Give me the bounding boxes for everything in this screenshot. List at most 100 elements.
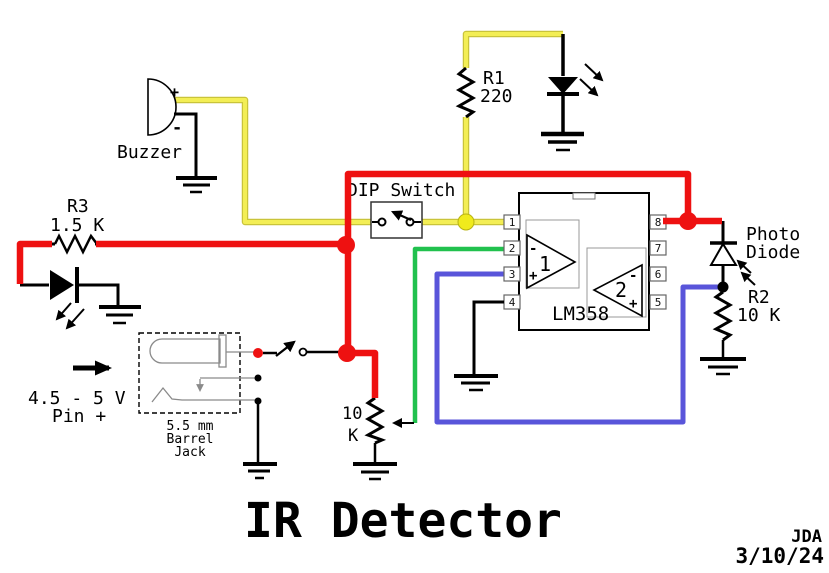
red-wires: [16, 170, 722, 398]
buzzer-body: [147, 78, 177, 136]
r1-value: 220: [480, 86, 513, 107]
barrel-jack: 5.5 mm Barrel Jack: [138, 332, 277, 480]
opamp1-triangle: [526, 233, 577, 290]
wire-buzzer-ground: [174, 112, 198, 177]
led-emission-arrow: [65, 308, 85, 330]
r3-designator: R3: [67, 196, 89, 217]
pin-7: 7: [655, 242, 662, 255]
led-emission-arrow: [55, 302, 72, 321]
pot-zigzag: [364, 396, 387, 445]
barrel-jack-size-label: 5.5 mm: [167, 419, 214, 434]
opamp2-number: 2: [615, 278, 627, 302]
junction-dot: [717, 281, 729, 293]
photodiode-label-bottom: Diode: [746, 242, 800, 263]
buzzer-label: Buzzer: [117, 142, 182, 163]
opamp1-number: 1: [539, 252, 551, 276]
dip-switch-contact: [377, 217, 387, 227]
pot-value-bottom: K: [348, 426, 359, 446]
wire-r1-yellow: [464, 32, 563, 222]
power-input: 4.5 - 5 V Pin +: [28, 360, 126, 427]
buzzer-plus-terminal: +: [170, 83, 179, 101]
r2-designator: R2: [748, 287, 770, 308]
ic-lm358: - + - + 1 2 LM358 1 2 3 4 8 7 6 5: [454, 192, 667, 392]
ground-symbol: [541, 131, 584, 152]
wire-red-main: [344, 170, 692, 356]
led-cathode-lead: [77, 283, 120, 306]
ic-pins-right: 8 7 6 5: [649, 214, 667, 310]
buzzer: + - Buzzer: [117, 78, 217, 194]
ground-symbol: [353, 462, 397, 481]
switch-lever: [275, 340, 296, 357]
wire-buzzer-yellow: [174, 98, 377, 224]
led-triangle: [548, 77, 578, 94]
barrel-jack-outline: [138, 332, 241, 414]
photodiode-light-arrow: [740, 271, 756, 286]
power-voltage-label: 4.5 - 5 V: [28, 388, 126, 409]
barrel-sleeve-lead: [151, 386, 256, 403]
wire-red-led-feed: [16, 240, 52, 284]
r3-zigzag: [53, 233, 98, 255]
ic-pins-left: 1 2 3 4: [503, 214, 521, 310]
led-ir-emitter: [20, 267, 141, 330]
pin-5: 5: [655, 296, 662, 309]
photodiode-label-top: Photo: [746, 224, 800, 245]
resistor-r2: R2 10 K: [700, 281, 781, 376]
photodiode: Photo Diode: [709, 221, 800, 286]
led-indicator: [541, 34, 604, 152]
led-emission-arrow: [584, 63, 604, 82]
dip-switch-label: DIP Switch: [347, 180, 455, 201]
r3-value: 1.5 K: [50, 215, 104, 236]
pin-8: 8: [655, 216, 662, 229]
switch-contact: [298, 347, 308, 357]
pin-2: 2: [509, 242, 516, 255]
led-emission-arrow: [579, 78, 599, 97]
photodiode-light-arrow: [736, 259, 752, 274]
photodiode-triangle: [709, 242, 738, 266]
buzzer-minus-terminal: -: [172, 118, 182, 138]
power-switch: [263, 340, 341, 357]
junction-dot: [254, 374, 262, 382]
dip-switch: DIP Switch: [347, 180, 455, 239]
resistor-r3: R3 1.5 K: [49, 196, 107, 255]
page-title: IR Detector: [244, 493, 562, 549]
r1-zigzag: [455, 66, 477, 119]
junction-dot-red: [338, 344, 356, 362]
ground-symbol: [99, 305, 141, 325]
barrel-jack-type-label: Barrel: [167, 432, 214, 447]
ic-part-number: LM358: [552, 303, 609, 325]
author-initials: JDA: [791, 527, 822, 547]
pot-value-top: 10: [342, 404, 362, 424]
wire-green-pin2-wiper: [412, 246, 507, 423]
opamp1-inverting-sign: -: [529, 241, 537, 257]
dip-switch-lever: [390, 210, 412, 222]
power-pin-label: Pin +: [52, 406, 106, 427]
ic-notch: [572, 192, 596, 200]
wire-pin4-ground: [472, 300, 504, 374]
r2-value: 10 K: [737, 305, 781, 326]
opamp2-triangle: [592, 263, 643, 318]
junction-dot-yellow: [457, 213, 475, 231]
ground-symbol: [176, 176, 217, 194]
resistor-r1: R1 220: [455, 66, 513, 119]
date-label: 3/10/24: [735, 544, 824, 568]
potentiometer: 10 K: [342, 396, 414, 481]
opamp1-block: [525, 219, 580, 289]
junction-dot-red: [337, 236, 355, 254]
pin-1: 1: [509, 216, 516, 229]
pin-3: 3: [509, 268, 516, 281]
opamp2-inverting-sign: -: [629, 268, 637, 284]
yellow-wires: [174, 30, 563, 226]
barrel-jack-name-label: Jack: [174, 445, 205, 460]
pin-6: 6: [655, 268, 662, 281]
pin-4: 4: [509, 296, 516, 309]
wire-blue-pin3-node: [434, 271, 719, 425]
barrel-body: [149, 338, 221, 364]
junction-dot-red: [253, 348, 263, 358]
led-triangle: [50, 270, 74, 300]
ground-symbol: [700, 357, 746, 376]
ground-symbol: [454, 374, 498, 392]
opamp2-noninverting-sign: +: [629, 296, 637, 312]
r2-zigzag: [712, 290, 734, 342]
